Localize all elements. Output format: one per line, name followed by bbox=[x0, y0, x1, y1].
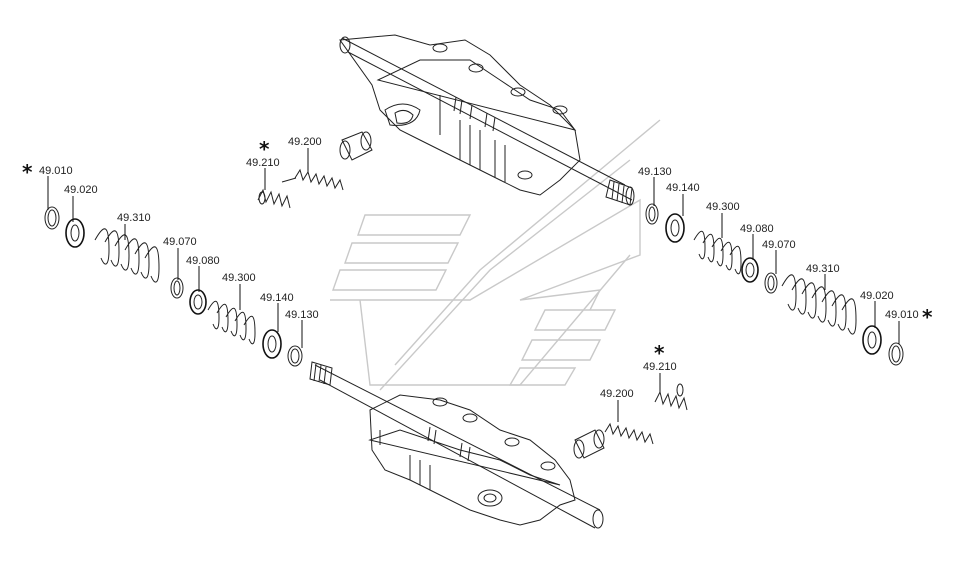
washer-49080-right bbox=[741, 257, 759, 283]
mark-top-left: * bbox=[259, 137, 270, 161]
label-49210-top: 49.210 bbox=[246, 157, 280, 169]
bottom-spring-assembly bbox=[573, 383, 688, 459]
label-49300-left: 49.300 bbox=[222, 272, 256, 284]
label-49210-bottom: 49.210 bbox=[643, 361, 677, 373]
label-49070-right: 49.070 bbox=[762, 239, 796, 251]
mark-left-49010: * bbox=[22, 160, 33, 184]
washer-49140-right bbox=[665, 213, 685, 243]
label-49020-right: 49.020 bbox=[860, 290, 894, 302]
upper-valve-body bbox=[339, 34, 635, 206]
washer-49020-right bbox=[862, 325, 882, 355]
ring-49070-left bbox=[170, 277, 184, 299]
washer-49020-left bbox=[65, 218, 85, 248]
right-stack-parts bbox=[645, 203, 904, 366]
spring-49310-left bbox=[94, 228, 160, 283]
label-49130-right: 49.130 bbox=[638, 166, 672, 178]
label-49200-top: 49.200 bbox=[288, 136, 322, 148]
label-49140-right: 49.140 bbox=[666, 182, 700, 194]
mark-bottom-right: * bbox=[654, 341, 665, 365]
label-49200-bottom: 49.200 bbox=[600, 388, 634, 400]
circlip-49010-right bbox=[888, 342, 904, 366]
label-49310-left: 49.310 bbox=[117, 212, 151, 224]
label-49300-right: 49.300 bbox=[706, 201, 740, 213]
ring-49070-right bbox=[764, 272, 778, 294]
circlip-49010-left bbox=[44, 206, 60, 230]
spring-49300-left bbox=[207, 300, 256, 345]
washer-49140-left bbox=[262, 329, 282, 359]
spring-49300-right bbox=[693, 230, 742, 275]
circlip-49130-right bbox=[645, 203, 659, 225]
label-49080-left: 49.080 bbox=[186, 255, 220, 267]
label-49310-right: 49.310 bbox=[806, 263, 840, 275]
spring-49310-right bbox=[781, 274, 857, 335]
lower-valve-body bbox=[309, 361, 604, 529]
label-49070-left: 49.070 bbox=[163, 236, 197, 248]
label-49130-left: 49.130 bbox=[285, 309, 319, 321]
label-49020-left: 49.020 bbox=[64, 184, 98, 196]
brand-logo-watermark bbox=[330, 119, 661, 391]
label-49140-left: 49.140 bbox=[260, 292, 294, 304]
label-49010-left: 49.010 bbox=[39, 165, 73, 177]
top-spring-assembly bbox=[257, 131, 373, 209]
circlip-49130-left bbox=[287, 345, 303, 367]
label-49010-right: 49.010 bbox=[885, 309, 919, 321]
mark-right-49010: * bbox=[922, 305, 933, 329]
leader-lines bbox=[47, 148, 900, 422]
label-49080-right: 49.080 bbox=[740, 223, 774, 235]
washer-49080-left bbox=[189, 289, 207, 315]
left-stack-parts bbox=[44, 206, 303, 367]
